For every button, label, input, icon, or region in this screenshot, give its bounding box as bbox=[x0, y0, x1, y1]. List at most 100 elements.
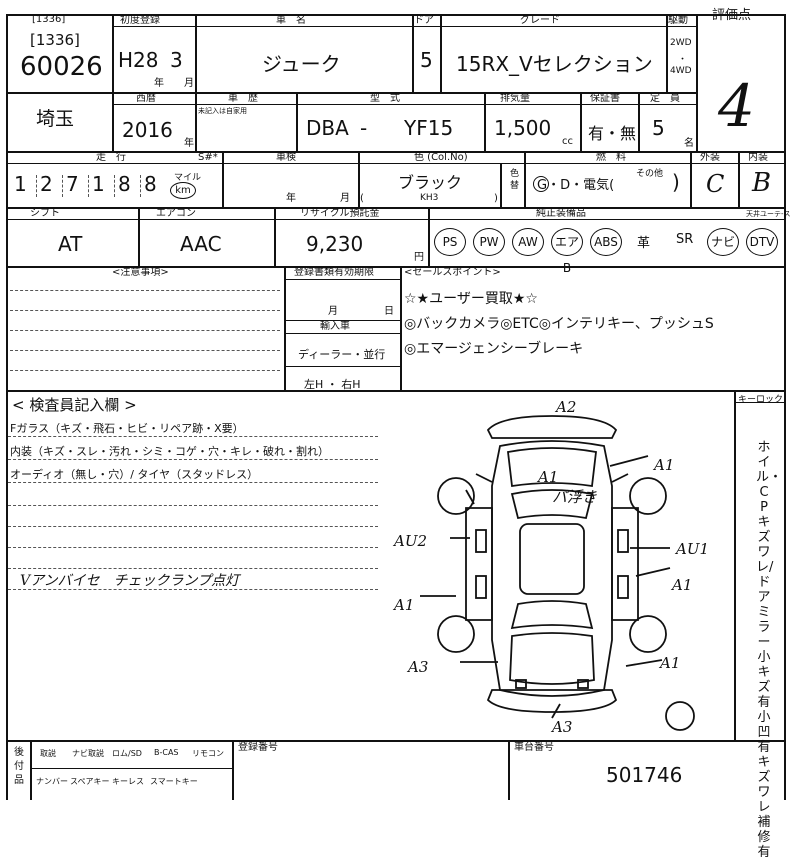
reg-number-label: 登録番号 bbox=[238, 742, 278, 753]
row2-label-line bbox=[112, 104, 696, 105]
first-reg-era: H28 bbox=[118, 48, 159, 72]
v2 bbox=[195, 14, 197, 92]
frame-number: 501746 bbox=[606, 763, 683, 787]
import-top-line bbox=[284, 320, 400, 321]
color-code: KH3 bbox=[420, 193, 439, 203]
displacement-label: 排気量 bbox=[500, 93, 530, 104]
type-prefix: DBA bbox=[306, 116, 349, 140]
door-label: ドア bbox=[414, 15, 434, 26]
fuel-label: 燃 料 bbox=[596, 152, 626, 163]
inspector-blank-line bbox=[8, 505, 378, 506]
ac-label: エアコン bbox=[156, 208, 196, 219]
inspector-line: 内装（キズ・スレ・汚れ・シミ・コゲ・穴・キレ・破れ・割れ） bbox=[10, 445, 329, 458]
v7 bbox=[112, 92, 114, 151]
inspector-blank-line bbox=[8, 568, 378, 569]
diagram-mark: A3 bbox=[552, 718, 573, 736]
color-note: 色替 bbox=[510, 169, 520, 191]
caution-line-2 bbox=[10, 310, 280, 311]
mileage-digit: 1 bbox=[14, 172, 27, 196]
recycle-label: リサイクル預託金 bbox=[300, 208, 380, 219]
inspector-blank-line bbox=[8, 589, 378, 590]
row-sep-5 bbox=[6, 390, 784, 392]
mileage-divider bbox=[88, 175, 89, 197]
frame-top bbox=[6, 14, 786, 16]
inspector-dash bbox=[8, 436, 378, 437]
sales-point-line: ☆★ユーザー買取★☆ bbox=[404, 291, 538, 307]
dealer-value: ディーラー・並行 bbox=[298, 348, 386, 361]
inspector-line: Fガラス（キズ・飛石・ヒビ・リペア跡・X要） bbox=[10, 422, 244, 435]
sales-point-line: ◎バックカメラ◎ETC◎インテリキー、プッシュS bbox=[404, 316, 714, 332]
v20 bbox=[274, 207, 276, 266]
mileage-divider bbox=[114, 175, 115, 197]
location: 埼玉 bbox=[36, 108, 75, 130]
inspection-month: 月 bbox=[340, 193, 350, 204]
inspector-dash bbox=[8, 459, 378, 460]
v10 bbox=[484, 92, 486, 151]
row-sep-6 bbox=[6, 740, 784, 742]
footer-side-label: 後付品 bbox=[14, 747, 24, 786]
v14 bbox=[358, 151, 360, 207]
diagram-mark: A1 bbox=[654, 456, 675, 474]
s-label: S#* bbox=[198, 152, 218, 163]
drive-4wd: 4WD bbox=[670, 66, 692, 76]
diagram-mark: AU2 bbox=[394, 532, 428, 550]
fuel-value: G・D・電気( bbox=[537, 178, 615, 193]
v22 bbox=[284, 266, 286, 390]
type-code: YF15 bbox=[404, 116, 454, 140]
equipment-item: ABS bbox=[590, 228, 622, 256]
interior-score: B bbox=[752, 168, 772, 198]
history-note: 未記入は自家用 bbox=[198, 107, 247, 115]
reg-month: 月 bbox=[328, 306, 338, 317]
caution-line-1 bbox=[10, 290, 280, 291]
equipment-extra: 天井ユーテ-ス bbox=[746, 210, 791, 218]
v3 bbox=[412, 14, 414, 92]
grade-label: グレード bbox=[520, 15, 560, 26]
capacity-label: 定 員 bbox=[650, 93, 680, 104]
v8 bbox=[195, 92, 197, 151]
type-dash: - bbox=[360, 116, 368, 140]
overall-score: 4 bbox=[718, 72, 755, 140]
fuel-other: その他 bbox=[636, 169, 664, 179]
footer-cell: ナンバー bbox=[36, 777, 68, 786]
v19 bbox=[138, 207, 140, 266]
lot-code: [1336] bbox=[32, 14, 66, 25]
exterior-label: 外装 bbox=[700, 152, 720, 163]
row-sep-4 bbox=[6, 266, 784, 268]
equipment-item: AW bbox=[512, 228, 544, 256]
mileage-divider bbox=[62, 175, 63, 197]
diagram-mark: AU1 bbox=[676, 540, 710, 558]
inspector-blank-line bbox=[8, 547, 378, 548]
frame-left bbox=[6, 14, 8, 800]
footer-cell: 取説 bbox=[40, 749, 56, 758]
row1-label-line bbox=[112, 26, 696, 27]
v6 bbox=[696, 14, 698, 151]
footer-v1 bbox=[30, 740, 32, 800]
import-bottom-line bbox=[284, 333, 400, 334]
shift-label: シフト bbox=[30, 208, 60, 219]
sales-point-line: ◎エマージェンシーブレーキ bbox=[404, 341, 584, 357]
row3-label-line bbox=[6, 163, 784, 164]
v23 bbox=[400, 266, 402, 390]
mileage-divider bbox=[140, 175, 141, 197]
diagram-mark: A1 bbox=[394, 596, 415, 614]
color-value: ブラック bbox=[398, 173, 463, 192]
v5 bbox=[666, 14, 668, 92]
model-year: 2016 bbox=[122, 118, 173, 142]
mileage-digit: 1 bbox=[92, 172, 105, 196]
v13 bbox=[222, 151, 224, 207]
ac-value: AAC bbox=[180, 232, 222, 256]
reg-day: 日 bbox=[384, 306, 394, 317]
diagram-mark: A1 bbox=[538, 468, 559, 486]
reg-month-unit: 月 bbox=[184, 78, 194, 89]
diagram-mark: パ浮き bbox=[552, 488, 598, 506]
mileage-label: 走 行 bbox=[96, 152, 126, 163]
equipment-item: エアB bbox=[551, 228, 583, 275]
equipment-item: PS bbox=[434, 228, 466, 256]
inspector-line: オーディオ（無し・穴）/ タイヤ（スタッドレス） bbox=[10, 468, 259, 481]
lot-code-value: [1336] bbox=[30, 31, 80, 49]
warranty-value: 有・無 bbox=[588, 124, 637, 143]
exterior-score: C bbox=[706, 170, 725, 198]
keylock-label: キーロック bbox=[738, 395, 784, 405]
v11 bbox=[580, 92, 582, 151]
drive-label: 駆動 bbox=[668, 15, 688, 26]
